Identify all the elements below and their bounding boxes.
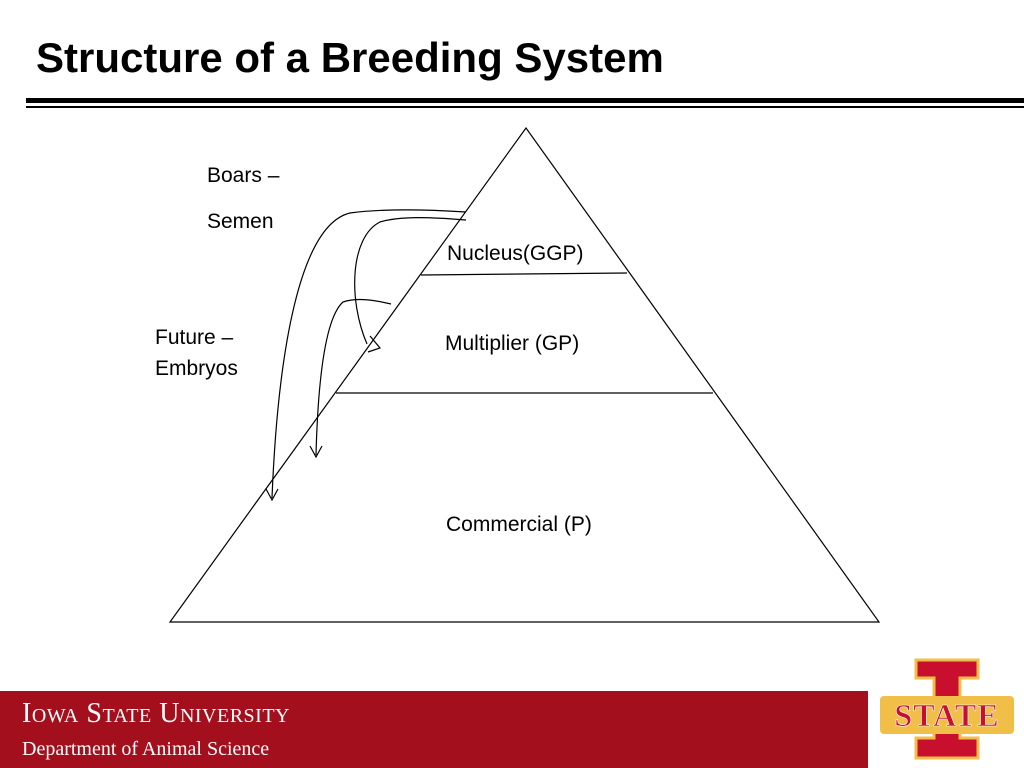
- pyramid-outline: [168, 126, 881, 623]
- isu-i-state-logo-icon: STATE: [880, 658, 1014, 760]
- arrowhead-inner: [309, 445, 323, 459]
- arrowhead-outer: [265, 488, 279, 502]
- logo-wordmark: STATE: [894, 697, 999, 733]
- department-name: Department of Animal Science: [22, 738, 270, 760]
- annotation-embryos: Embryos: [155, 357, 238, 380]
- annotation-boars: Boars –: [207, 164, 280, 187]
- annotation-semen: Semen: [207, 210, 274, 233]
- title-rule-thick: [26, 98, 1024, 103]
- level-label-commercial: Commercial (P): [446, 513, 592, 536]
- footer-bar: [0, 691, 868, 768]
- arrow-nucleus-to-commercial: [271, 209, 467, 499]
- annotation-future: Future –: [155, 326, 234, 349]
- logo-wordmark-band: [880, 696, 1014, 734]
- arrowhead-middle: [367, 335, 382, 353]
- university-name: Iowa State University: [22, 698, 290, 729]
- title-rule-thin: [26, 106, 1024, 108]
- level-label-multiplier: Multiplier (GP): [445, 332, 580, 355]
- level-label-nucleus: Nucleus(GGP): [447, 242, 584, 265]
- arrow-nucleus-to-multiplier: [354, 217, 467, 345]
- page-title: Structure of a Breeding System: [36, 34, 664, 81]
- arrow-multiplier-to-commercial: [315, 298, 392, 456]
- nucleus-divider: [420, 272, 628, 276]
